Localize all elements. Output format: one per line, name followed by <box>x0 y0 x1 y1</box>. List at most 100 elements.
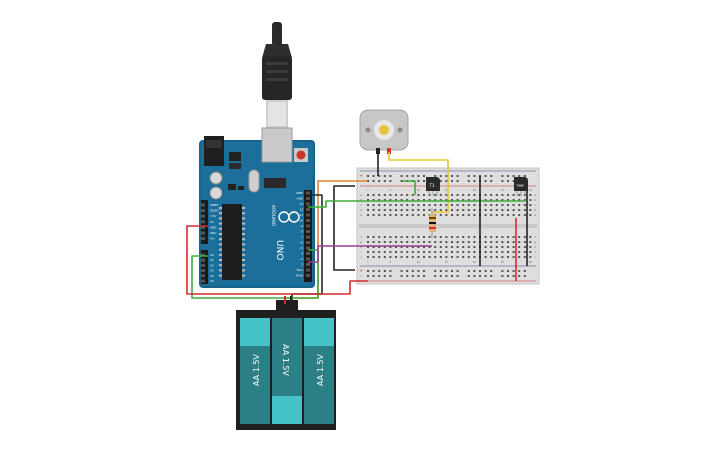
breadboard-rail-hole[interactable] <box>484 175 487 177</box>
breadboard-hole[interactable] <box>428 251 431 253</box>
breadboard-hole[interactable] <box>400 246 403 248</box>
breadboard-hole[interactable] <box>462 241 465 243</box>
analog-header[interactable] <box>201 250 208 284</box>
breadboard-hole[interactable] <box>378 204 381 206</box>
breadboard-rail-hole[interactable] <box>501 270 504 272</box>
header-pin[interactable] <box>306 252 310 255</box>
breadboard-hole[interactable] <box>507 199 509 201</box>
breadboard-hole[interactable] <box>378 194 381 196</box>
breadboard-rail-hole[interactable] <box>367 175 369 177</box>
breadboard-hole[interactable] <box>529 204 532 206</box>
header-pin[interactable] <box>201 269 205 273</box>
breadboard-hole[interactable] <box>495 214 498 216</box>
breadboard-rail-hole[interactable] <box>507 180 509 182</box>
breadboard-hole[interactable] <box>501 236 504 238</box>
header-pin[interactable] <box>306 274 310 277</box>
breadboard-rail-hole[interactable] <box>400 180 403 182</box>
breadboard-hole[interactable] <box>467 199 470 201</box>
breadboard-rail-hole[interactable] <box>467 180 470 182</box>
breadboard-hole[interactable] <box>451 236 453 238</box>
breadboard-rail-hole[interactable] <box>383 275 386 277</box>
breadboard-hole[interactable] <box>462 209 465 211</box>
breadboard-hole[interactable] <box>501 194 504 196</box>
breadboard-hole[interactable] <box>529 256 532 258</box>
breadboard-hole[interactable] <box>495 256 498 258</box>
breadboard-rail-hole[interactable] <box>372 175 375 177</box>
breadboard-rail-hole[interactable] <box>411 275 414 277</box>
breadboard-hole[interactable] <box>451 246 453 248</box>
breadboard-hole[interactable] <box>428 256 431 258</box>
breadboard-hole[interactable] <box>395 214 397 216</box>
breadboard-hole[interactable] <box>367 251 369 253</box>
breadboard-hole[interactable] <box>529 209 532 211</box>
breadboard-hole[interactable] <box>423 214 425 216</box>
breadboard-hole[interactable] <box>389 199 392 201</box>
breadboard-rail-hole[interactable] <box>479 275 481 277</box>
breadboard-hole[interactable] <box>423 194 425 196</box>
breadboard-hole[interactable] <box>395 241 397 243</box>
breadboard-hole[interactable] <box>417 199 420 201</box>
breadboard-rail-hole[interactable] <box>467 175 470 177</box>
header-pin[interactable] <box>201 274 205 278</box>
breadboard-hole[interactable] <box>372 236 375 238</box>
breadboard-hole[interactable] <box>395 251 397 253</box>
breadboard-hole[interactable] <box>378 199 381 201</box>
breadboard-hole[interactable] <box>484 236 487 238</box>
breadboard-hole[interactable] <box>417 214 420 216</box>
breadboard-hole[interactable] <box>445 236 448 238</box>
breadboard-rail-hole[interactable] <box>490 180 493 182</box>
breadboard-hole[interactable] <box>378 256 381 258</box>
breadboard-rail-hole[interactable] <box>406 175 409 177</box>
breadboard-hole[interactable] <box>451 199 453 201</box>
breadboard-hole[interactable] <box>462 214 465 216</box>
breadboard-hole[interactable] <box>507 214 509 216</box>
breadboard-hole[interactable] <box>411 199 414 201</box>
breadboard-rail-hole[interactable] <box>451 180 453 182</box>
breadboard-hole[interactable] <box>462 236 465 238</box>
header-pin[interactable] <box>201 279 205 283</box>
breadboard-rail-hole[interactable] <box>456 270 459 272</box>
breadboard-hole[interactable] <box>423 204 425 206</box>
breadboard-hole[interactable] <box>383 256 386 258</box>
breadboard-rail-hole[interactable] <box>507 270 509 272</box>
breadboard-rail-hole[interactable] <box>434 175 437 177</box>
breadboard-rail-hole[interactable] <box>473 175 476 177</box>
breadboard-hole[interactable] <box>434 236 437 238</box>
breadboard-hole[interactable] <box>512 246 515 248</box>
breadboard-hole[interactable] <box>417 256 420 258</box>
breadboard-hole[interactable] <box>434 194 437 196</box>
breadboard-hole[interactable] <box>395 209 397 211</box>
breadboard-hole[interactable] <box>501 251 504 253</box>
breadboard-hole[interactable] <box>389 246 392 248</box>
breadboard-rail-hole[interactable] <box>367 275 369 277</box>
breadboard-hole[interactable] <box>451 214 453 216</box>
breadboard-hole[interactable] <box>484 204 487 206</box>
header-pin[interactable] <box>306 263 310 266</box>
breadboard-hole[interactable] <box>406 209 409 211</box>
header-pin[interactable] <box>306 213 310 217</box>
breadboard-hole[interactable] <box>473 251 476 253</box>
breadboard-hole[interactable] <box>378 251 381 253</box>
breadboard-hole[interactable] <box>490 256 493 258</box>
breadboard-rail-hole[interactable] <box>445 270 448 272</box>
breadboard-rail-hole[interactable] <box>406 275 409 277</box>
breadboard-rail-hole[interactable] <box>467 275 470 277</box>
breadboard-rail-hole[interactable] <box>456 180 459 182</box>
breadboard-hole[interactable] <box>518 194 521 196</box>
header-pin[interactable] <box>201 263 205 267</box>
breadboard-hole[interactable] <box>389 214 392 216</box>
breadboard-hole[interactable] <box>423 256 425 258</box>
breadboard-rail-hole[interactable] <box>439 175 442 177</box>
header-pin[interactable] <box>201 237 205 241</box>
header-pin[interactable] <box>306 235 310 239</box>
breadboard-rail-hole[interactable] <box>518 175 521 177</box>
breadboard-hole[interactable] <box>529 241 532 243</box>
breadboard-hole[interactable] <box>451 241 453 243</box>
breadboard-hole[interactable] <box>439 204 442 206</box>
header-pin[interactable] <box>201 214 205 218</box>
breadboard-hole[interactable] <box>411 209 414 211</box>
breadboard-hole[interactable] <box>395 204 397 206</box>
breadboard-hole[interactable] <box>411 194 414 196</box>
breadboard-rail-hole[interactable] <box>439 270 442 272</box>
breadboard-hole[interactable] <box>512 194 515 196</box>
